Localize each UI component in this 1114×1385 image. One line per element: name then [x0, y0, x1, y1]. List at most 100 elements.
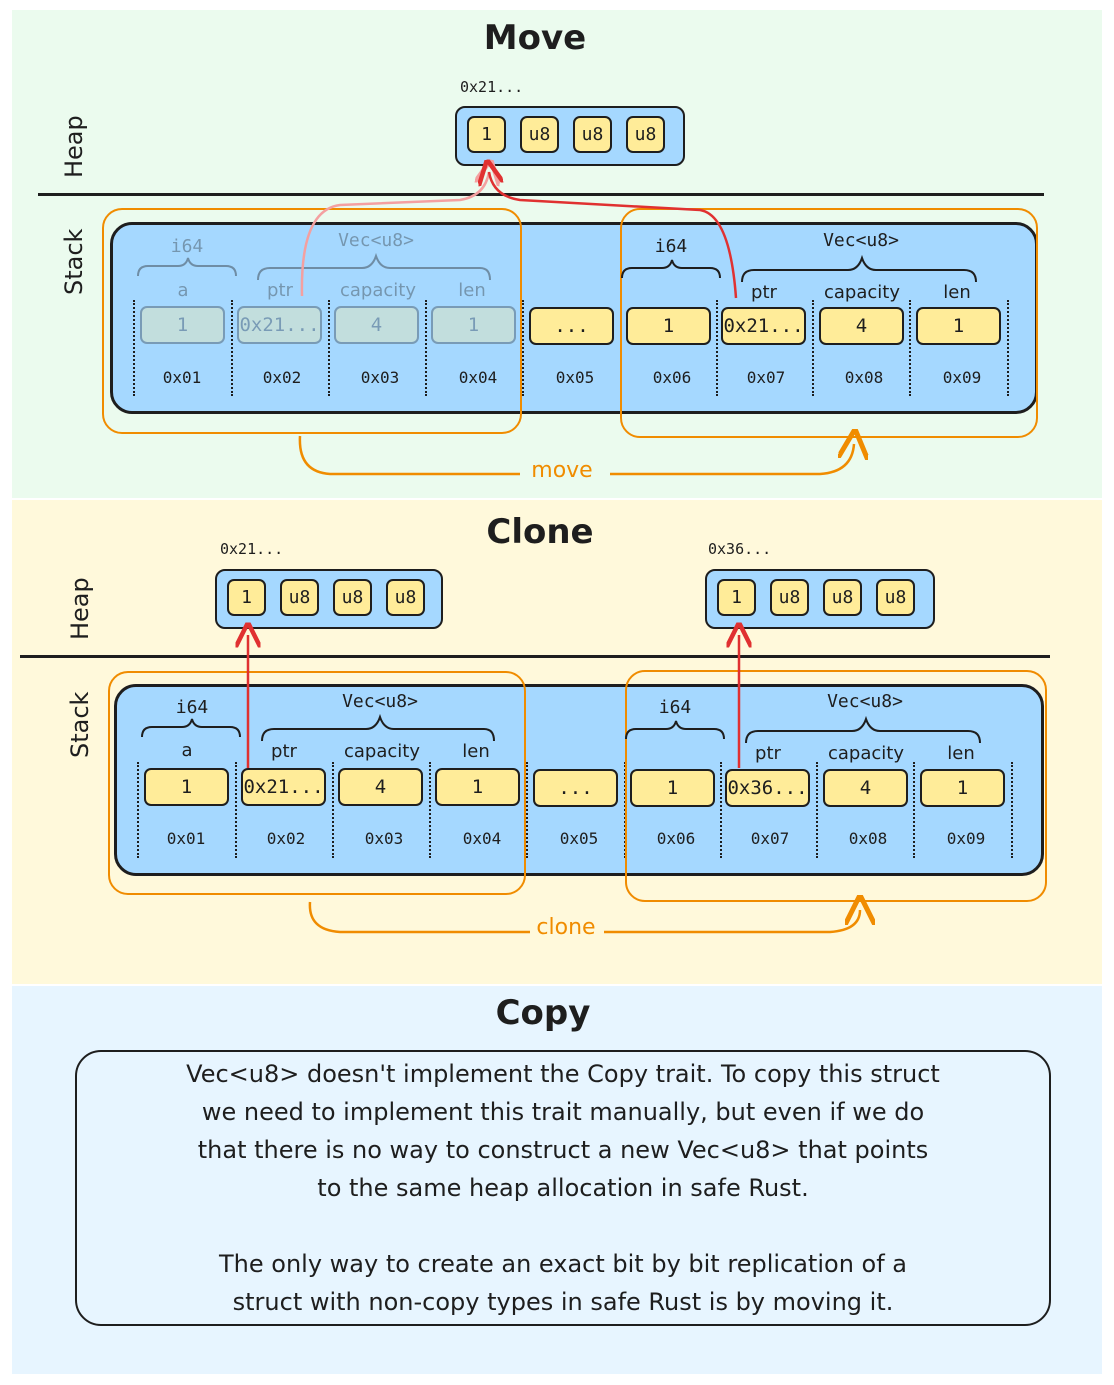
clone-left-value-capacity: 4: [338, 768, 423, 806]
clone-arrow-label: clone: [536, 915, 596, 940]
copy-title: Copy: [495, 993, 591, 1033]
move-right-field-ptr: ptr: [751, 282, 777, 303]
move-slot-divider: [231, 300, 233, 396]
move-address: 0x04: [458, 368, 498, 387]
clone-slot-divider: [429, 762, 431, 858]
move-heap-cell: 1: [467, 116, 506, 153]
move-slot-divider: [812, 300, 814, 396]
move-arrow-label: move: [531, 458, 593, 483]
copy-note-line: struct with non-copy types in safe Rust …: [232, 1288, 894, 1316]
clone-middle-value: ...: [533, 769, 618, 807]
copy-note-line: we need to implement this trait manually…: [201, 1098, 925, 1126]
clone-destination-frame: [625, 670, 1047, 902]
move-right-value-len: 1: [916, 307, 1001, 345]
clone-heap-label: Heap: [66, 577, 94, 640]
move-address: 0x07: [746, 368, 786, 387]
clone-heap-stack-divider: [20, 655, 1050, 658]
move-left-value-len: 1: [431, 306, 516, 344]
move-left-field-a: a: [177, 280, 189, 301]
move-right-field-len: len: [943, 282, 971, 303]
move-address: 0x08: [844, 368, 884, 387]
clone-source-frame: [108, 671, 526, 895]
move-right-value-i64: 1: [626, 307, 711, 345]
clone-slot-divider: [332, 762, 334, 858]
move-heap-label: Heap: [60, 115, 88, 178]
move-left-value-capacity: 4: [334, 306, 419, 344]
move-slot-divider: [1007, 300, 1009, 396]
move-left-type-i64: i64: [170, 236, 204, 257]
clone-left-value-a: 1: [144, 768, 229, 806]
clone-right-field-ptr: ptr: [755, 743, 781, 764]
move-right-field-capacity: capacity: [824, 282, 900, 303]
move-address: 0x01: [162, 368, 202, 387]
clone-address: 0x08: [848, 829, 888, 848]
copy-note-line: to the same heap allocation in safe Rust…: [317, 1174, 809, 1202]
move-heap-cell: u8: [573, 116, 612, 153]
clone-heap-right-cell: 1: [717, 579, 756, 616]
move-slot-divider: [716, 300, 718, 396]
copy-note-line: Vec<u8> doesn't implement the Copy trait…: [186, 1060, 940, 1088]
move-slot-divider: [133, 300, 135, 396]
move-heap-address: 0x21...: [460, 78, 524, 96]
clone-heap-left-cell: u8: [386, 579, 425, 616]
clone-right-type-vec: Vec<u8>: [827, 691, 903, 712]
clone-left-value-len: 1: [435, 768, 520, 806]
move-address: 0x05: [555, 368, 595, 387]
clone-heap-right-address: 0x36...: [708, 540, 772, 558]
copy-note-line: The only way to create an exact bit by b…: [219, 1250, 907, 1278]
move-right-value-ptr: 0x21...: [721, 307, 806, 345]
move-slot-divider: [522, 300, 524, 396]
clone-left-field-ptr: ptr: [271, 741, 297, 762]
clone-slot-divider: [720, 762, 722, 858]
move-left-value-a: 1: [140, 306, 225, 344]
clone-heap-left-address: 0x21...: [220, 540, 284, 558]
clone-right-value-capacity: 4: [823, 769, 908, 807]
move-heap-cell: u8: [520, 116, 559, 153]
clone-stack-label: Stack: [66, 691, 94, 758]
clone-right-type-i64: i64: [658, 697, 692, 718]
clone-address: 0x05: [559, 829, 599, 848]
clone-right-field-capacity: capacity: [828, 743, 904, 764]
clone-left-type-i64: i64: [175, 697, 209, 718]
clone-right-value-i64: 1: [630, 769, 715, 807]
clone-left-field-capacity: capacity: [344, 741, 420, 762]
move-address: 0x09: [942, 368, 982, 387]
clone-right-value-ptr: 0x36...: [725, 769, 810, 807]
clone-left-type-vec: Vec<u8>: [342, 691, 418, 712]
move-heap-stack-divider: [38, 193, 1044, 196]
move-stack-label: Stack: [60, 228, 88, 295]
move-heap-cell: u8: [626, 116, 665, 153]
move-slot-divider: [909, 300, 911, 396]
clone-left-value-ptr: 0x21...: [241, 768, 326, 806]
clone-heap-left-cell: u8: [280, 579, 319, 616]
move-destination-frame: [620, 208, 1038, 438]
clone-heap-right-cell: u8: [876, 579, 915, 616]
move-source-frame: [102, 208, 522, 434]
clone-address: 0x07: [750, 829, 790, 848]
clone-left-field-a: a: [181, 740, 193, 761]
clone-heap-left-cell: 1: [227, 579, 266, 616]
clone-slot-divider: [526, 762, 528, 858]
copy-note-box: [75, 1050, 1051, 1326]
move-address: 0x02: [262, 368, 302, 387]
clone-heap-right-cell: u8: [770, 579, 809, 616]
move-left-field-ptr: ptr: [267, 280, 293, 301]
clone-address: 0x02: [266, 829, 306, 848]
copy-note-line: that there is no way to construct a new …: [197, 1136, 929, 1164]
move-title: Move: [483, 18, 587, 58]
clone-address: 0x09: [946, 829, 986, 848]
clone-title: Clone: [486, 512, 594, 552]
clone-slot-divider: [913, 762, 915, 858]
clone-heap-left-cell: u8: [333, 579, 372, 616]
clone-slot-divider: [235, 762, 237, 858]
clone-right-value-len: 1: [920, 769, 1005, 807]
clone-slot-divider: [1011, 762, 1013, 858]
move-slot-divider: [425, 300, 427, 396]
clone-slot-divider: [137, 762, 139, 858]
move-slot-divider: [328, 300, 330, 396]
move-left-value-ptr: 0x21...: [237, 306, 322, 344]
move-right-type-vec: Vec<u8>: [823, 230, 899, 251]
move-middle-value: ...: [529, 307, 614, 345]
clone-address: 0x03: [364, 829, 404, 848]
clone-address: 0x06: [656, 829, 696, 848]
